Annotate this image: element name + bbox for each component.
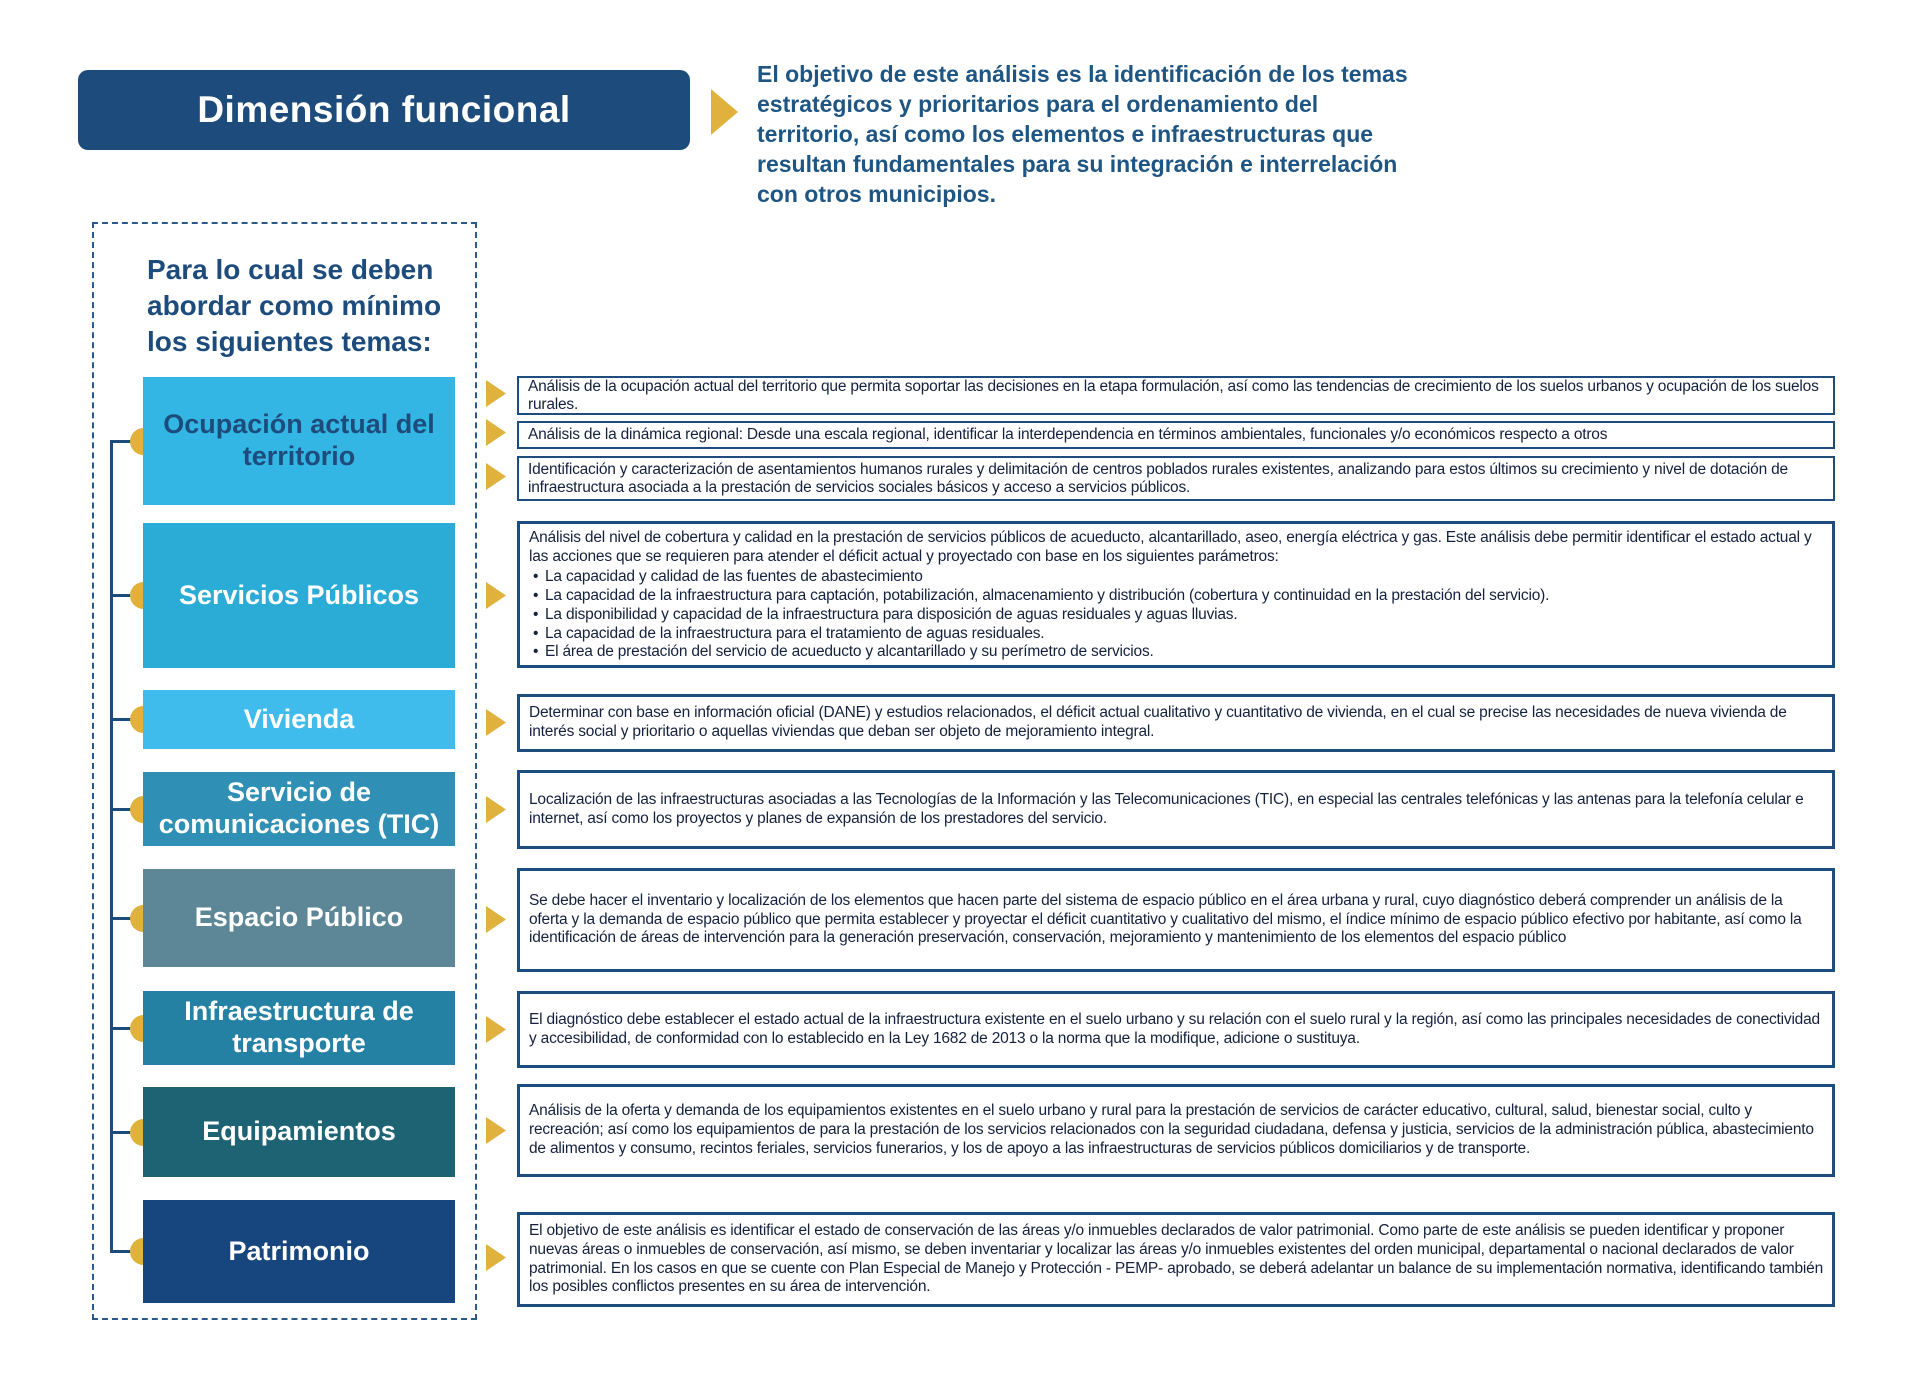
category-box-espacio-publico: Espacio Público [143,869,455,967]
desc-text: El objetivo de este análisis es identifi… [529,1221,1823,1296]
arrow-icon [486,796,506,823]
desc-text: Análisis de la dinámica regional: Desde … [528,426,1608,444]
arrow-icon [486,1244,506,1271]
desc-bullet: La capacidad de la infraestructura para … [529,625,1823,644]
desc-box-patrimonio: El objetivo de este análisis es identifi… [517,1212,1835,1307]
category-label: Patrimonio [228,1235,370,1266]
category-label: Infraestructura de transporte [184,996,414,1058]
desc-text: El diagnóstico debe establecer el estado… [529,1010,1820,1047]
desc-bullet-list: La capacidad y calidad de las fuentes de… [529,568,1823,663]
category-box-equipamientos: Equipamientos [143,1087,455,1177]
desc-box-ocupacion-3: Identificación y caracterización de asen… [517,456,1835,501]
category-box-ocupacion: Ocupación actual del territorio [143,377,455,505]
desc-text: Análisis de la oferta y demanda de los e… [529,1102,1814,1157]
desc-bullet: La disponibilidad y capacidad de la infr… [529,606,1823,625]
desc-box-equipamientos: Análisis de la oferta y demanda de los e… [517,1084,1835,1177]
desc-bullet: La capacidad de la infraestructura para … [529,587,1823,606]
desc-box-vivienda: Determinar con base en información ofici… [517,694,1835,752]
connector-line [110,440,113,1251]
desc-box-tic: Localización de las infraestructuras aso… [517,770,1835,849]
arrow-icon [486,709,506,736]
page-title: Dimensión funcional [197,89,571,130]
arrow-icon [486,1117,506,1144]
desc-bullet: El área de prestación del servicio de ac… [529,643,1823,662]
intro-text: El objetivo de este análisis es la ident… [757,61,1408,207]
title-arrow-icon [711,89,738,135]
connector-stub [110,1027,146,1030]
category-box-vivienda: Vivienda [143,690,455,749]
desc-box-servicios-publicos: Análisis del nivel de cobertura y calida… [517,521,1835,668]
arrow-icon [486,582,506,609]
category-box-transporte: Infraestructura de transporte [143,991,455,1065]
category-label: Ocupación actual del territorio [163,409,435,471]
desc-text: Identificación y caracterización de asen… [528,461,1788,496]
category-box-patrimonio: Patrimonio [143,1200,455,1303]
desc-text: Localización de las infraestructuras aso… [529,790,1804,827]
page-title-box: Dimensión funcional [78,70,690,150]
desc-box-transporte: El diagnóstico debe establecer el estado… [517,991,1835,1068]
arrow-icon [486,419,506,446]
category-label: Espacio Público [194,902,404,933]
desc-box-espacio-publico: Se debe hacer el inventario y localizaci… [517,868,1835,972]
desc-text: Se debe hacer el inventario y localizaci… [529,891,1802,947]
arrow-icon [486,380,506,407]
category-label: Servicio de comunicaciones (TIC) [158,777,440,839]
arrow-icon [486,1016,506,1043]
arrow-icon [486,463,506,490]
arrow-icon [486,906,506,933]
category-box-tic: Servicio de comunicaciones (TIC) [143,772,455,846]
topics-panel [92,222,477,1320]
desc-text: Determinar con base en información ofici… [529,704,1787,740]
desc-bullet: La capacidad y calidad de las fuentes de… [529,568,1823,587]
connector-stub [110,917,146,920]
connector-stub [110,440,146,443]
connector-stub [110,808,146,811]
connector-stub [110,718,146,721]
desc-text: Análisis del nivel de cobertura y calida… [529,529,1812,565]
connector-stub [110,1131,146,1134]
topics-heading: Para lo cual se deben abordar como mínim… [147,254,442,357]
connector-stub [110,1250,146,1253]
category-label: Servicios Públicos [178,579,420,610]
desc-box-ocupacion-2: Análisis de la dinámica regional: Desde … [517,421,1835,449]
category-label: Equipamientos [202,1116,396,1147]
category-box-servicios-publicos: Servicios Públicos [143,523,455,668]
desc-text: Análisis de la ocupación actual del terr… [528,378,1819,413]
desc-box-ocupacion-1: Análisis de la ocupación actual del terr… [517,376,1835,415]
category-label: Vivienda [243,703,355,734]
connector-stub [110,594,146,597]
